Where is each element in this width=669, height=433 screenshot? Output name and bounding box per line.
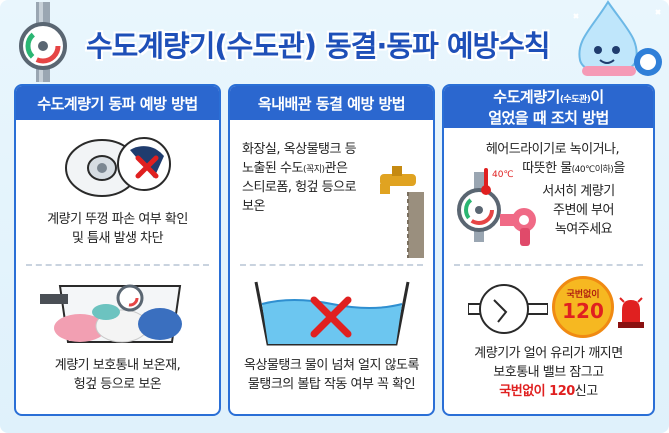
- emergency-120-badge: 국번없이 120: [552, 276, 614, 338]
- divider: [240, 264, 423, 266]
- text-thaw-3: 서서히 계량기: [542, 184, 615, 199]
- text-thaw-5: 녹여주세요: [554, 222, 613, 237]
- text-indoor-3: 스티로폼, 헝겊 등으로: [242, 180, 357, 195]
- panel-frozen-response: 수도계량기(수도관)이 얼었을 때 조치 방법 헤어드라이기로 녹이거나, 따뜻…: [442, 84, 655, 416]
- page-title: 수도계량기(수도관) 동결·동파 예방수칙: [86, 29, 551, 63]
- panel-header: 수도계량기(수도관)이 얼었을 때 조치 방법: [444, 86, 653, 128]
- meter-box-insulation-icon: [40, 272, 200, 346]
- text-box-insulation-2: 헝겊 등으로 보온: [73, 377, 162, 392]
- divider: [454, 264, 643, 266]
- panel-indoor-pipe-prevention: 옥내배관 동결 예방 방법 화장실, 옥상물탱크 등 노출된 수도(꼭지)관은 …: [228, 84, 435, 416]
- text-thaw-4: 주변에 부어: [553, 203, 614, 218]
- broken-meter-icon: [468, 282, 548, 338]
- text-report-2: 보호통내 밸브 잠그고: [493, 365, 604, 380]
- water-tank-icon: [252, 278, 412, 348]
- text-thaw-2: 따뜻한 물(40℃이하)을: [522, 161, 625, 176]
- panel-meter-prevention: 수도계량기 동파 예방 방법 계량기 뚜껑 파손 여부 확인 및 틈새 발생 차…: [14, 84, 221, 416]
- text-tank-check-1: 옥상물탱크 물이 넘쳐 얼지 않도록: [244, 358, 419, 373]
- hair-dryer-icon: [500, 206, 540, 246]
- panel-header-line-1: 수도계량기(수도관)이: [493, 87, 604, 106]
- text-lid-check-2: 및 틈새 발생 차단: [71, 231, 164, 246]
- divider: [26, 264, 209, 266]
- faucet-icon: [378, 162, 430, 258]
- text-box-insulation-1: 계량기 보호통내 보온재,: [54, 358, 181, 373]
- text-tank-check-2: 물탱크의 볼탑 작동 여부 꼭 확인: [247, 377, 416, 392]
- panel-header-line-2: 얼었을 때 조치 방법: [488, 108, 609, 127]
- text-indoor-2: 노출된 수도(꼭지)관은: [242, 161, 348, 176]
- meter-thaw-icon: [452, 172, 514, 242]
- text-indoor-4: 보온: [242, 199, 265, 214]
- siren-icon: [618, 296, 644, 328]
- panel-header: 수도계량기 동파 예방 방법: [16, 86, 219, 120]
- text-thaw-1: 헤어드라이기로 녹이거나,: [485, 142, 620, 157]
- text-report-3: 국번없이 120신고: [499, 384, 598, 399]
- thermometer-icon: [480, 168, 492, 196]
- text-report-1: 계량기가 얼어 유리가 깨지면: [474, 346, 623, 361]
- meter-lid-icon: [64, 132, 174, 202]
- text-lid-check-1: 계량기 뚜껑 파손 여부 확인: [47, 212, 188, 227]
- thermometer-label: 40℃: [492, 170, 514, 180]
- meter-pipe-icon: [6, 2, 86, 82]
- water-drop-mascot-icon: [568, 0, 668, 84]
- panel-header: 옥내배관 동결 예방 방법: [230, 86, 433, 120]
- text-indoor-1: 화장실, 옥상물탱크 등: [242, 142, 357, 157]
